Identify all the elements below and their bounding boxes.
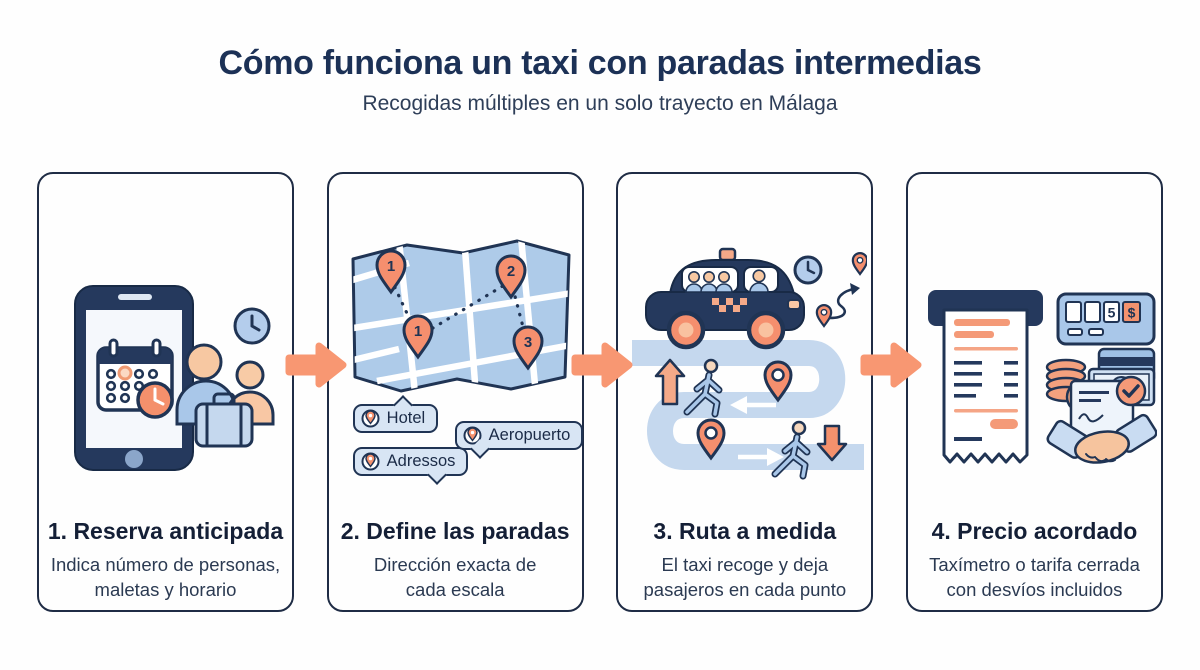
taxi-icon — [645, 247, 806, 350]
step-title: 1. Reserva anticipada — [47, 518, 284, 544]
route-dotted-line — [389, 277, 530, 348]
clock-icon — [793, 255, 823, 285]
pedestrian-icon — [683, 358, 723, 418]
location-label-aeropuerto: Aeropuerto — [454, 421, 584, 450]
location-pin-icon: 2 — [495, 254, 527, 300]
receipt-icon — [927, 290, 1043, 464]
location-pin-icon — [852, 252, 868, 276]
page-title: Cómo funciona un taxi con paradas interm… — [218, 44, 982, 82]
location-pin-icon: 1 — [402, 314, 434, 360]
step-title: 3. Ruta a medida — [653, 518, 837, 544]
step-description: Indica número de personas, maletas y hor… — [50, 554, 281, 600]
svg-text:$: $ — [1128, 305, 1136, 321]
up-arrow-icon — [655, 358, 686, 406]
route-illustration — [632, 247, 868, 480]
location-pin-icon — [696, 418, 726, 461]
location-pin-icon — [816, 304, 833, 328]
step-card-4: 5 $ — [905, 172, 1163, 612]
step-arrow-icon — [570, 338, 634, 392]
clock-icon — [233, 307, 271, 345]
location-label-text: Aeropuerto — [488, 426, 571, 444]
location-pin-icon: 3 — [512, 325, 544, 371]
location-label-text: Adressos — [386, 452, 456, 470]
reservation-illustration — [74, 285, 275, 471]
handshake-icon — [1046, 413, 1157, 464]
taximeter-icon: 5 $ — [1056, 292, 1156, 346]
step-card-3: 3. Ruta a medida El taxi recoge y deja p… — [616, 172, 874, 612]
location-pin-icon — [361, 452, 380, 471]
price-illustration: 5 $ — [927, 290, 1157, 464]
location-pin-icon — [361, 409, 380, 428]
page-subtitle: Recogidas múltiples en un solo trayecto … — [362, 92, 838, 115]
location-label-adressos: Adressos — [352, 447, 469, 476]
taxi-checker-pattern — [712, 298, 748, 312]
location-label-hotel: Hotel — [352, 404, 439, 433]
step-arrow-icon — [284, 338, 348, 392]
step-card-1: 1. Reserva anticipada Indica número de p… — [37, 172, 294, 612]
check-icon — [1115, 375, 1147, 407]
pedestrian-icon — [771, 420, 811, 480]
location-pin-icon — [463, 426, 482, 445]
suitcase-icon — [194, 392, 254, 448]
step-description: El taxi recoge y deja pasajeros en cada … — [643, 554, 847, 600]
svg-text:1: 1 — [413, 323, 421, 340]
location-label-text: Hotel — [386, 409, 426, 427]
step-title: 2. Define las paradas — [340, 518, 570, 544]
road-direction-arrows — [730, 396, 785, 466]
calendar-icon — [96, 338, 174, 419]
location-pin-icon — [763, 360, 793, 403]
route-icon — [816, 252, 868, 328]
taxi-passengers-icon — [685, 269, 770, 293]
svg-text:2: 2 — [506, 263, 514, 280]
svg-text:3: 3 — [523, 334, 531, 351]
steps-row: 1. Reserva anticipada Indica número de p… — [37, 172, 1163, 612]
svg-text:1: 1 — [386, 258, 394, 275]
step-description: Dirección exacta de cada escala — [373, 554, 537, 600]
map-illustration: 1 2 1 3 — [351, 239, 571, 393]
step-card-2: 1 2 1 3 — [326, 172, 584, 612]
location-pin-icon: 1 — [375, 249, 407, 295]
step-arrow-icon — [859, 338, 923, 392]
step-description: Taxímetro o tarifa cerrada con desvíos i… — [929, 554, 1140, 600]
svg-text:5: 5 — [1108, 305, 1116, 321]
step-title: 4. Precio acordado — [931, 518, 1138, 544]
down-arrow-icon — [817, 424, 848, 462]
